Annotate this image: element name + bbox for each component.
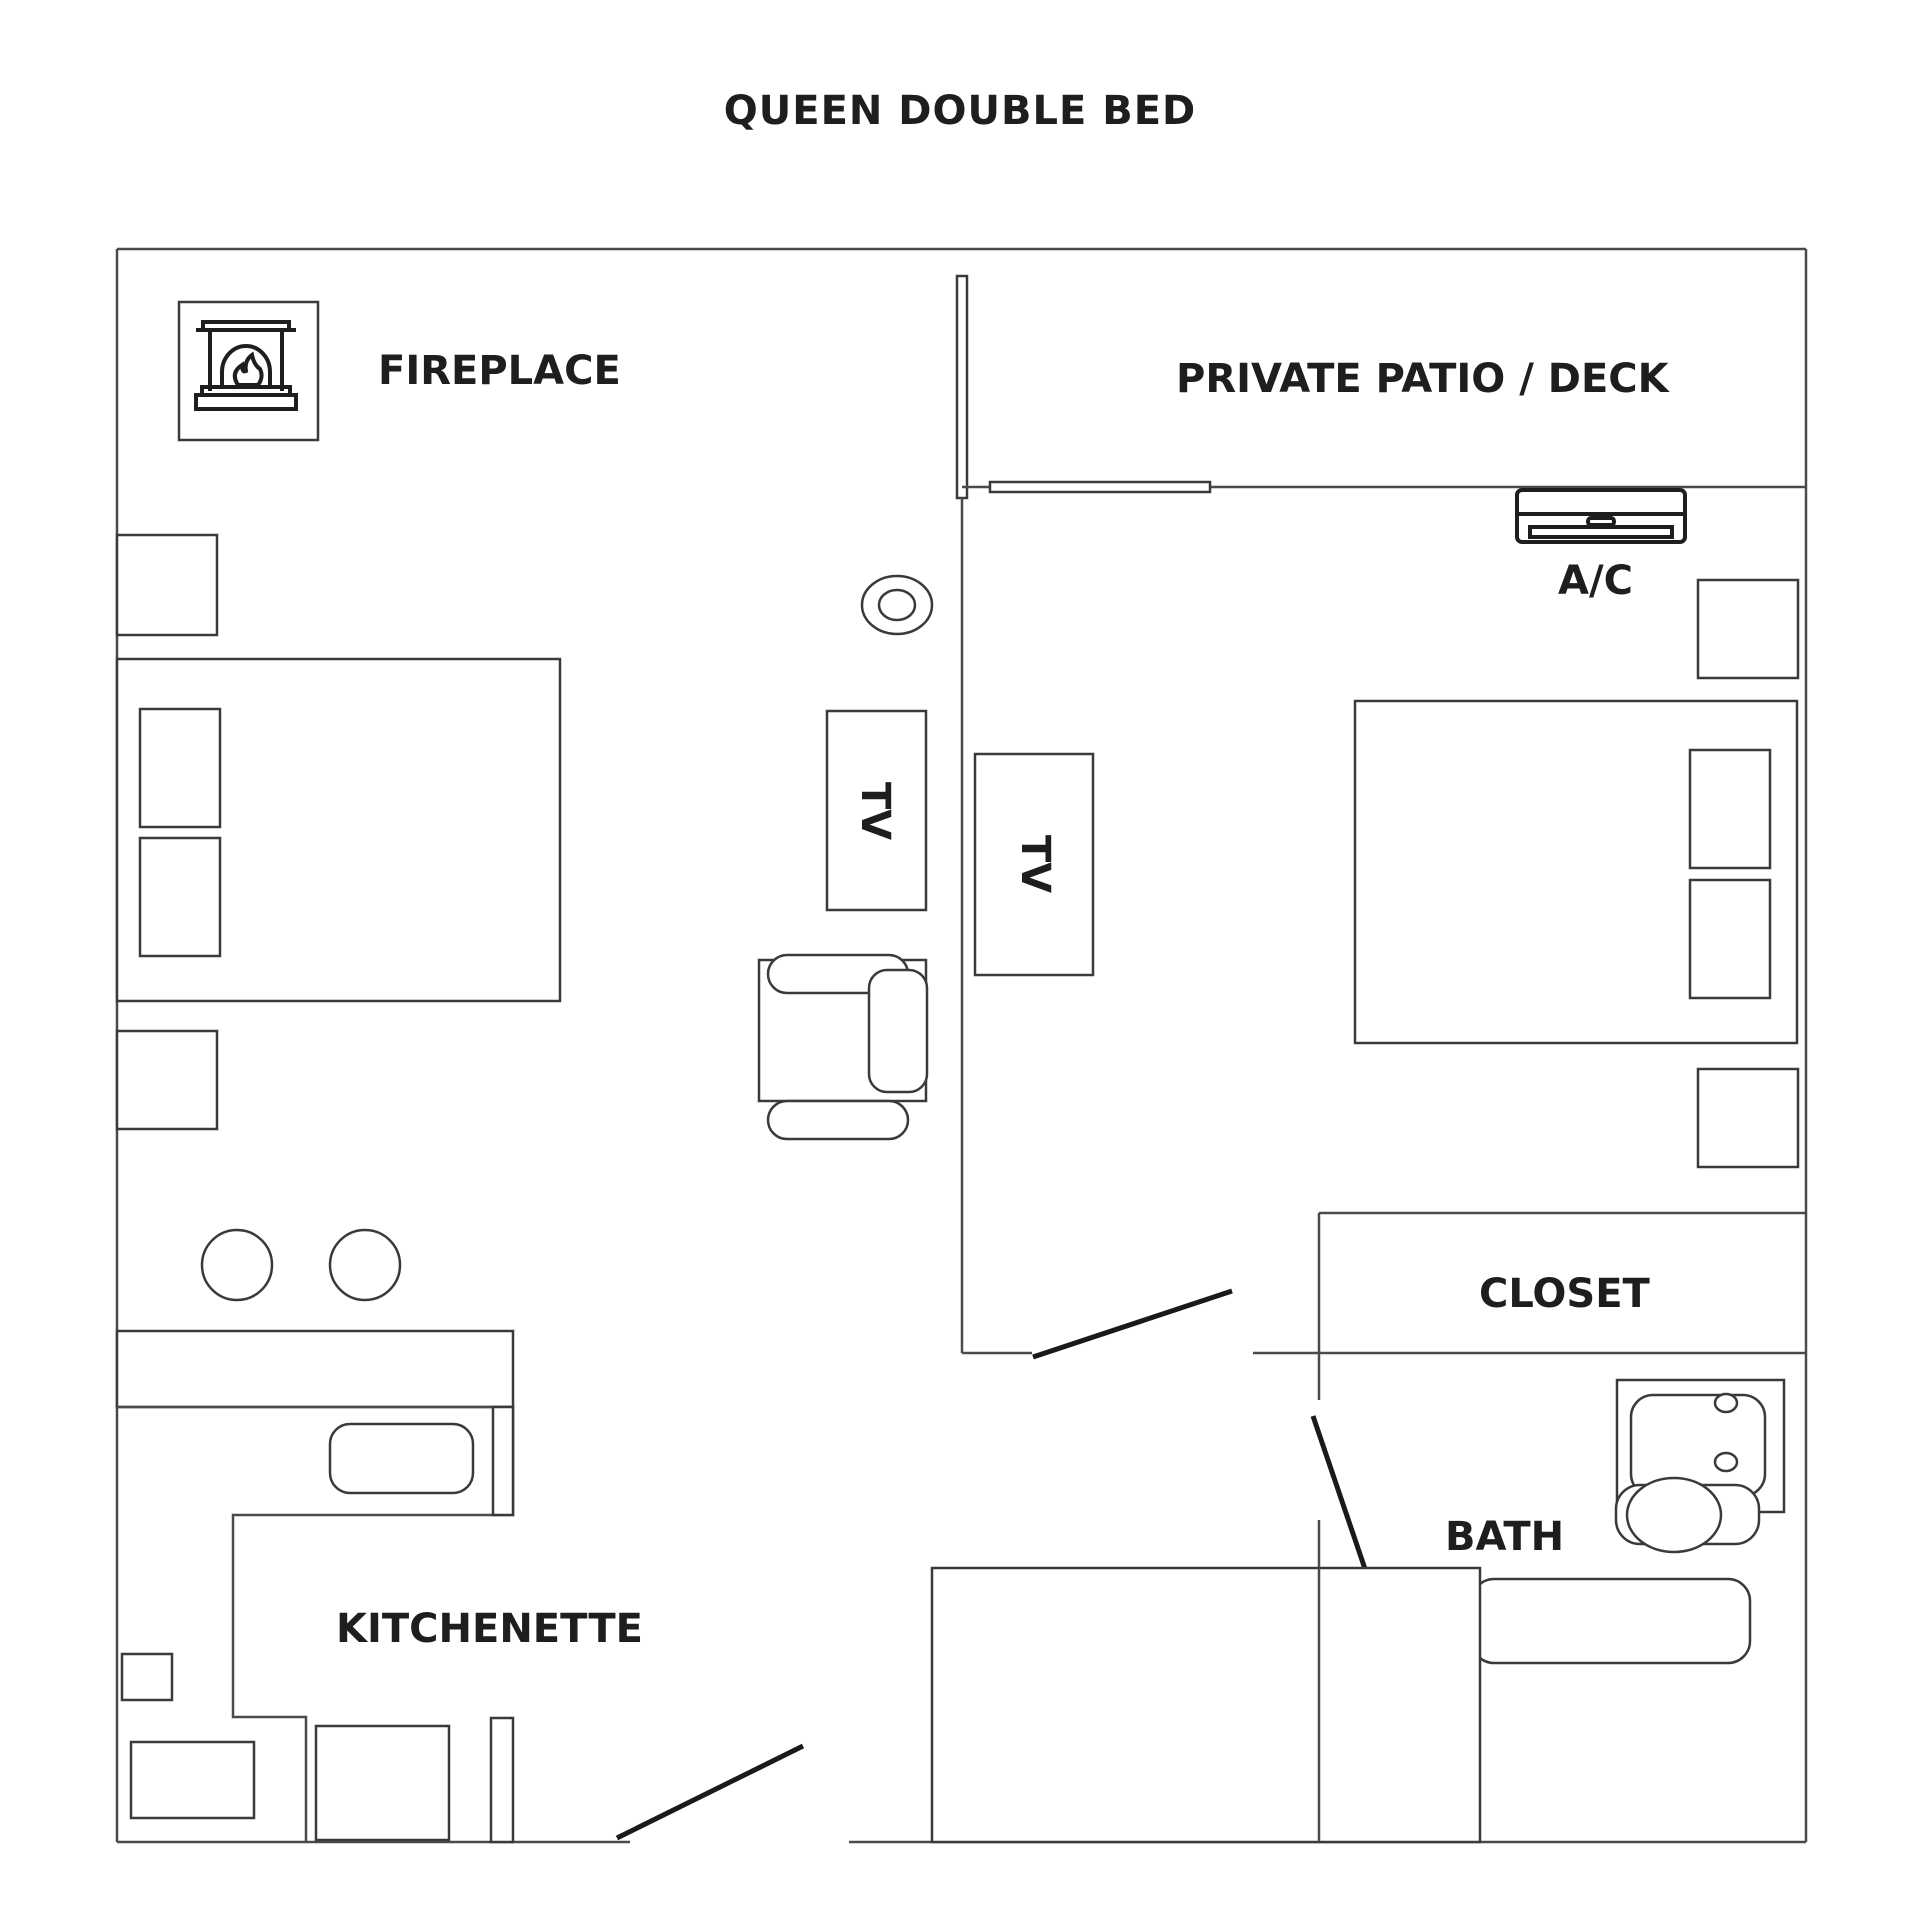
stove <box>129 1740 256 1820</box>
floor-lamp-icon <box>860 574 934 636</box>
nightstand <box>115 533 219 637</box>
pillow <box>1688 878 1772 1000</box>
bathtub <box>1470 1577 1752 1665</box>
tv-right <box>973 752 1095 977</box>
entry-door <box>615 1743 805 1841</box>
floor-plan-title: QUEEN DOUBLE BED <box>723 88 1197 134</box>
stool <box>200 1228 274 1302</box>
right-bedroom <box>1353 578 1800 1169</box>
sink <box>328 1422 475 1495</box>
pillow <box>138 707 222 829</box>
toilet-icon <box>1614 1476 1761 1554</box>
armchair-icon <box>757 953 929 1141</box>
fireplace-label: FIREPLACE <box>378 348 621 394</box>
nightstand <box>115 1029 219 1131</box>
left-bedroom <box>115 533 562 1131</box>
bedroom-door <box>1032 1288 1233 1360</box>
nightstand <box>1696 578 1800 680</box>
pillow <box>1688 748 1772 870</box>
bath-label: BATH <box>1445 1514 1564 1560</box>
sliding-door-horizontal <box>988 480 1212 494</box>
pillow <box>138 836 222 958</box>
bottom-cabinet <box>930 1566 1482 1844</box>
kitchenette-fixtures <box>115 1329 515 1844</box>
counter <box>115 1329 515 1409</box>
tv-right-label: TV <box>1012 835 1058 893</box>
kitchenette-label: KITCHENETTE <box>336 1606 643 1652</box>
sliding-door-vertical <box>955 274 969 500</box>
tv-left-label: TV <box>852 782 898 840</box>
fridge <box>314 1724 451 1842</box>
closet-label: CLOSET <box>1479 1271 1651 1317</box>
ac-label: A/C <box>1558 558 1633 604</box>
nightstand <box>1696 1067 1800 1169</box>
ac-unit-icon <box>1515 488 1687 544</box>
stool <box>328 1228 402 1302</box>
appliance <box>120 1652 174 1702</box>
fireplace-icon <box>177 300 320 442</box>
patio-label: PRIVATE PATIO / DECK <box>1176 356 1671 402</box>
tv-left <box>825 709 928 912</box>
